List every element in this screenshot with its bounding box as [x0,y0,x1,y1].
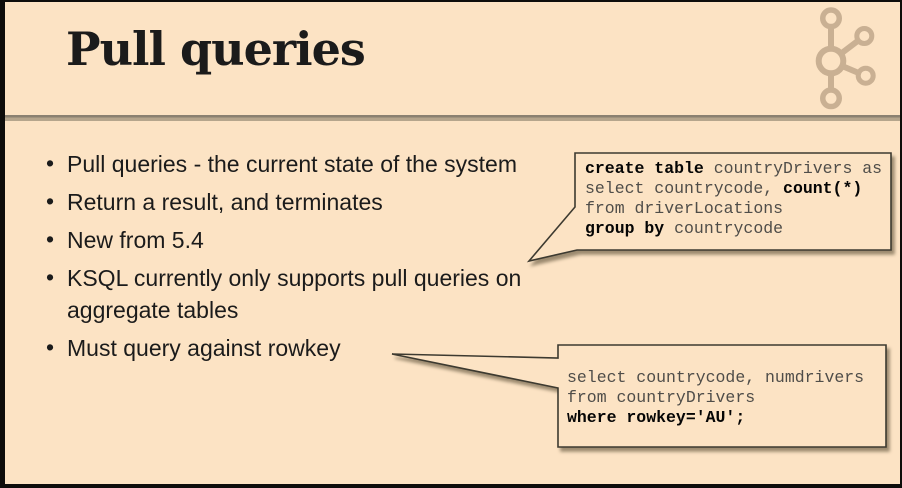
code-line: create table countryDrivers as [585,159,883,178]
code-line: group by countrycode [585,219,784,238]
code-line: from driverLocations [585,199,784,218]
frame-edge-bottom [0,484,902,488]
bullet-item: Pull queries - the current state of the … [44,147,560,180]
bullet-item: Must query against rowkey [44,331,560,364]
slide-title: Pull queries [66,22,366,76]
code-line: where rowkey='AU'; [567,408,746,427]
frame-edge-left [0,0,5,488]
title-divider [0,115,902,121]
frame-edge-right [900,0,902,488]
bullet-list: Pull queries - the current state of the … [44,147,560,370]
callout-bubble-create-table [526,152,892,263]
code-line: select countrycode, count(*) [585,179,863,198]
code-line: select countrycode, numdrivers [567,368,865,387]
bullet-item: KSQL currently only supports pull querie… [44,261,560,326]
callout-bubble-pull-query [391,344,887,448]
code-line: from countryDrivers [567,388,756,407]
frame-edge-top [0,0,902,2]
bullet-item: Return a result, and terminates [44,185,560,218]
kafka-logo-icon [815,7,876,110]
bullet-item: New from 5.4 [44,223,560,256]
